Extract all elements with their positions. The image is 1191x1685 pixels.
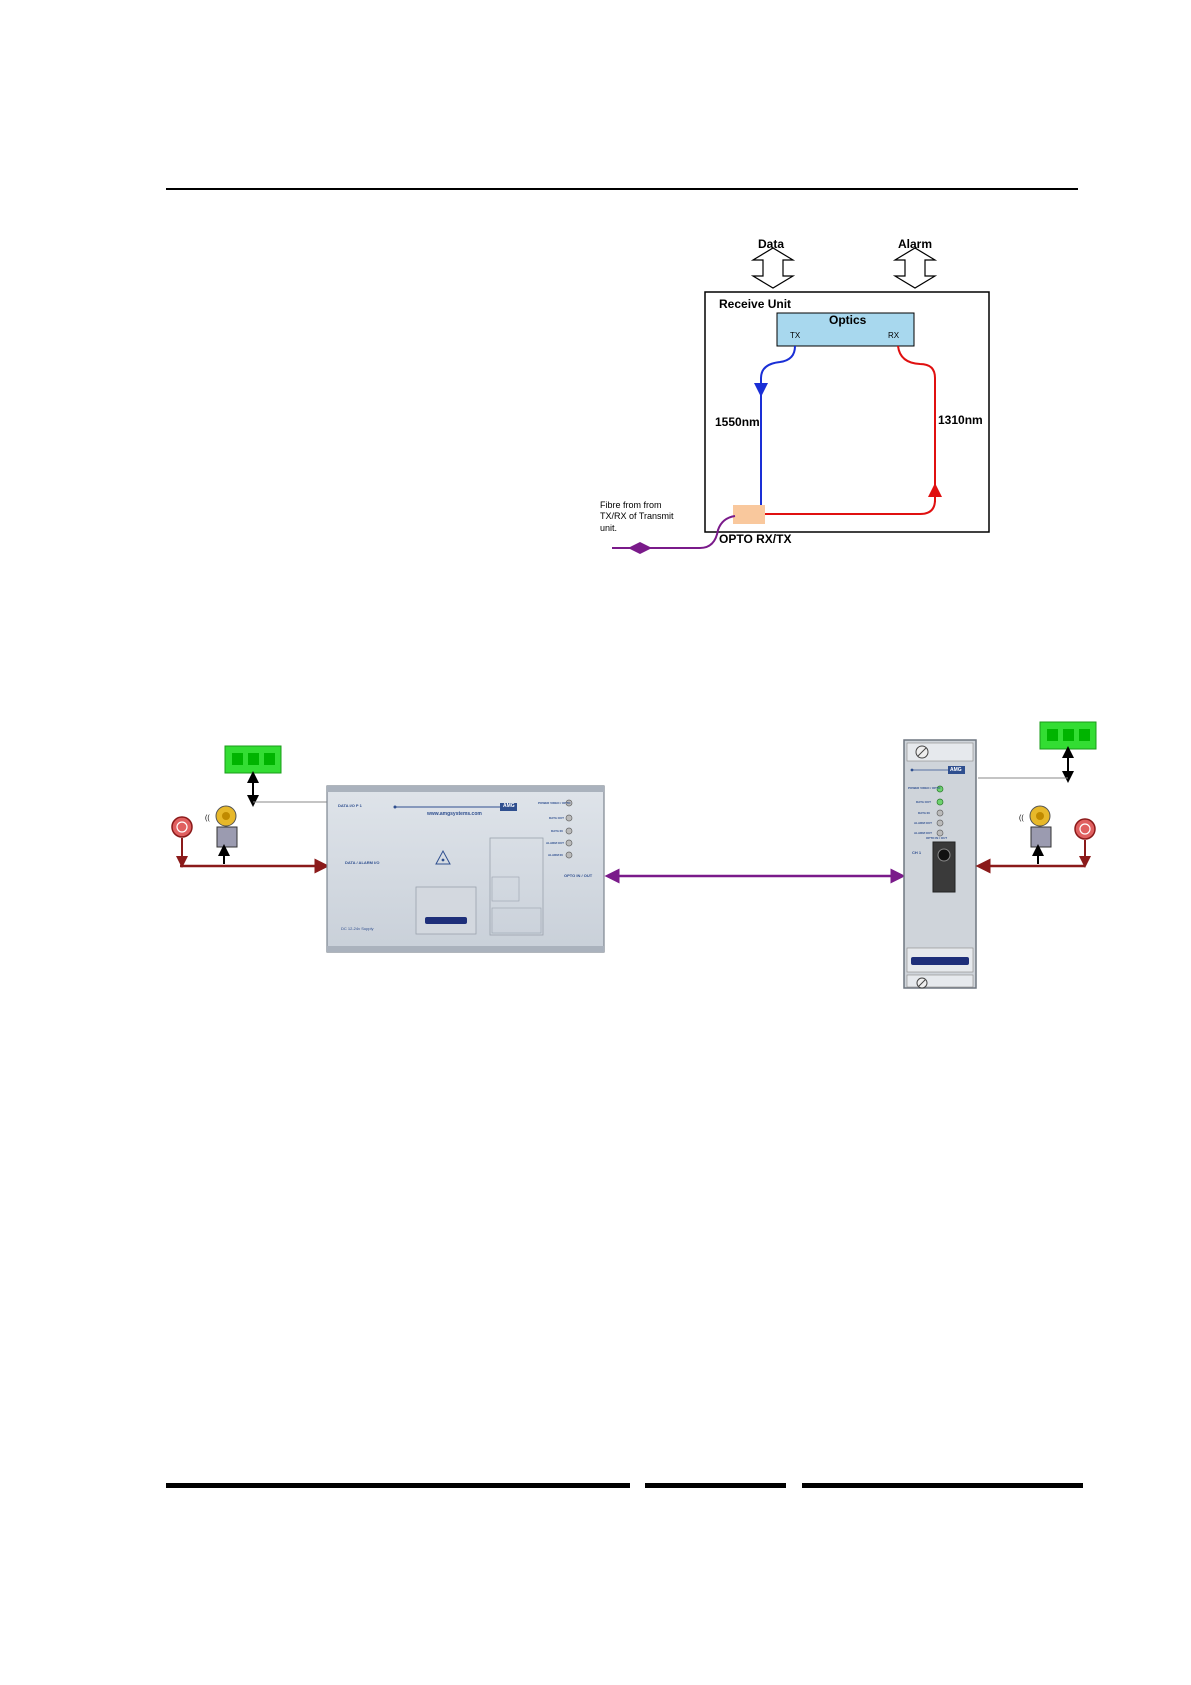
detector-right <box>1074 818 1096 840</box>
right-unit-led-4: ALARM OUT <box>914 821 932 825</box>
right-unit-brand: AMG <box>950 767 962 773</box>
left-unit-brand: AMG <box>503 803 515 809</box>
keypad-right <box>1039 721 1097 750</box>
detector-left <box>171 816 193 838</box>
footer-rule-middle <box>645 1483 786 1488</box>
fibre-note-line1: Fibre from from <box>600 500 662 510</box>
keypad-left <box>224 745 282 774</box>
left-unit-led-1: POWER VIDEO / OPTO <box>538 801 571 805</box>
footer-rule-left <box>166 1483 630 1488</box>
svg-text:((: (( <box>205 815 210 822</box>
fibre-note-line2: TX/RX of Transmit <box>600 511 674 521</box>
tx-fibre-1550nm <box>754 345 796 397</box>
left-unit-led-3: DATA IN <box>551 829 563 833</box>
right-unit-ch-label: CH 1 <box>912 850 922 855</box>
optics-label: Optics <box>829 313 867 327</box>
right-transceiver-card <box>903 739 977 989</box>
right-unit-led-3: DATA IN <box>918 811 930 815</box>
wavelength-1310-label: 1310nm <box>938 413 983 427</box>
data-io-arrow <box>750 247 796 289</box>
wdm-coupler <box>733 505 765 524</box>
optics-box <box>776 312 915 347</box>
right-unit-opto-port: OPTO IN / OUT <box>926 836 948 840</box>
receive-unit-label: Receive Unit <box>719 297 792 311</box>
header-rule <box>166 188 1078 190</box>
optical-path-diagram <box>612 247 990 554</box>
incoming-fibre <box>612 515 736 549</box>
right-unit-led-1: POWER VIDEO / OPTO <box>908 786 941 790</box>
fibre-note-line3: unit. <box>600 523 618 533</box>
left-transceiver-unit <box>326 785 605 953</box>
left-unit-website: www.amgsystems.com <box>427 811 482 817</box>
right-unit-led-5: ALARM OUT <box>914 831 932 835</box>
rx-label: RX <box>888 331 900 340</box>
alarm-bell-right: (( <box>1019 805 1052 848</box>
alarm-bell-left: (( <box>205 805 238 848</box>
left-unit-port-top: DATA I/O P 1 <box>338 803 362 808</box>
left-unit-led-5: ALARM IN <box>548 853 563 857</box>
opto-port-label: OPTO RX/TX <box>719 532 792 546</box>
data-label: Data <box>758 237 785 251</box>
left-unit-port-side: DATA / ALARM I/O <box>345 860 380 865</box>
left-unit-led-4: ALARM OUT <box>546 841 564 845</box>
receive-unit-box <box>704 291 990 533</box>
footer-rule-right <box>802 1483 1083 1488</box>
left-unit-opto-port: OPTO IN / OUT <box>564 873 593 878</box>
tx-label: TX <box>790 331 801 340</box>
right-unit-led-2: DATA OUT <box>916 800 931 804</box>
svg-text:((: (( <box>1019 815 1024 822</box>
wavelength-1550-label: 1550nm <box>715 415 760 429</box>
alarm-label: Alarm <box>898 237 933 251</box>
left-unit-footer-note: DC 12-24v Supply <box>341 926 374 931</box>
rx-fibre-1310nm <box>765 499 936 515</box>
left-unit-led-2: DATA OUT <box>549 816 564 820</box>
alarm-io-arrow <box>892 247 938 289</box>
